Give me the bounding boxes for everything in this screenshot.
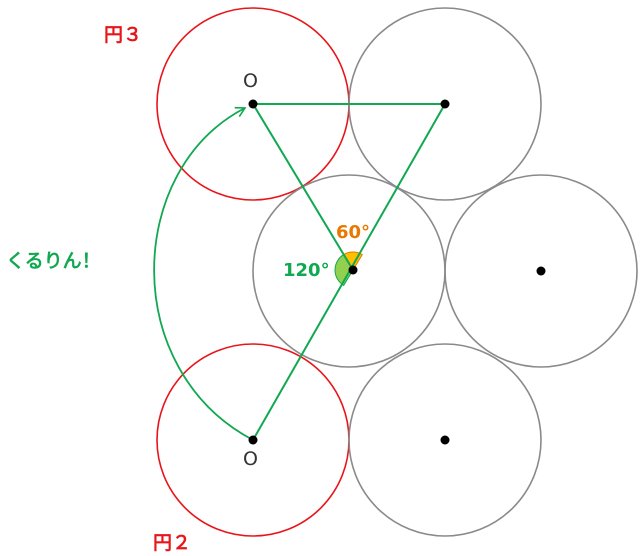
circle-bottom-right [348,343,542,537]
center-dot-right [536,266,546,276]
circle-2-label: 円２ [153,532,192,554]
center-dot-center [348,265,358,275]
circle-3-label: 円３ [104,24,143,46]
angle-60-label: 60° [336,222,371,243]
center-dot-bottom-left [248,435,258,445]
center-dot-top-right [440,99,450,109]
circle-right [444,174,638,368]
rotation-arrow [153,106,254,441]
center-dot-top-left [248,99,258,109]
center-dot-bottom-right [440,435,450,445]
origin-top-label: O [243,70,258,92]
angle-120-label: 120° [283,260,330,281]
origin-bottom-label: O [243,448,258,470]
rotate-label: くるりん！ [6,250,101,272]
line-left [252,103,354,271]
